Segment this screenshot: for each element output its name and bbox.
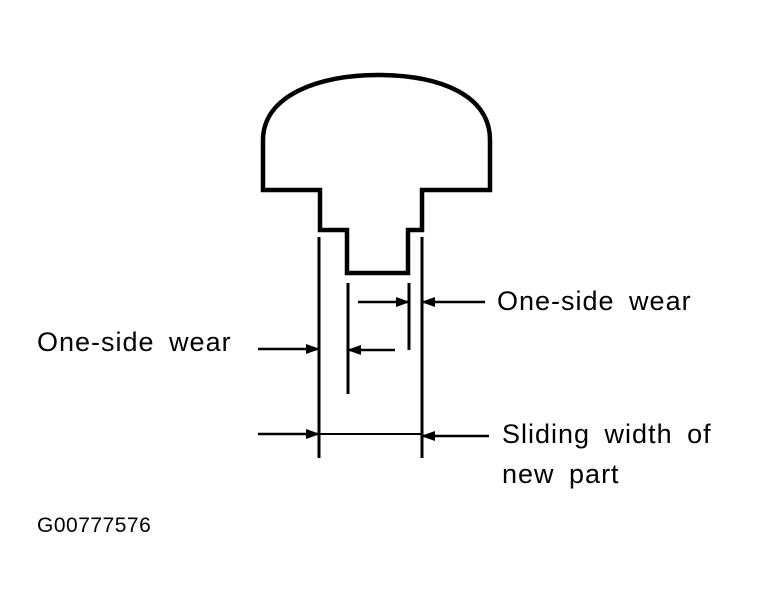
part-outline — [260, 72, 493, 276]
sliding-width-label-line1: Sliding width of — [502, 419, 712, 449]
sliding-width-label-line2: new part — [502, 459, 620, 489]
figure-id: G00777576 — [37, 514, 152, 537]
one-side-wear-left-label: One-side wear — [37, 327, 232, 357]
one-side-wear-right-label: One-side wear — [497, 286, 692, 316]
left-wear-dimension — [258, 344, 395, 355]
sliding-width-dimension — [258, 429, 489, 441]
